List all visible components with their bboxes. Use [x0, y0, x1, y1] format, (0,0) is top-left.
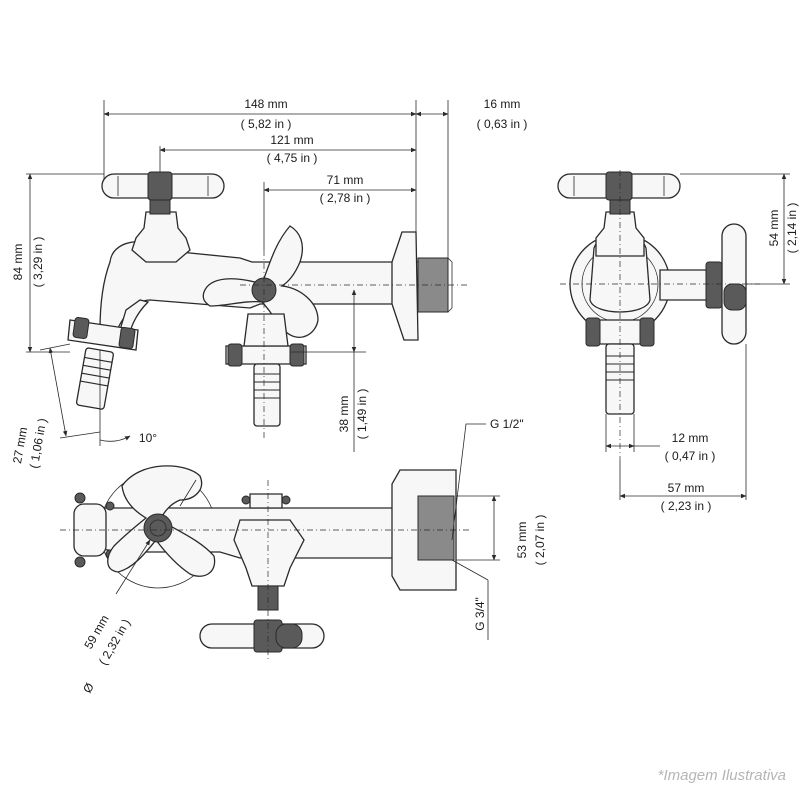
- dim-38-in: ( 1,49 in ): [355, 389, 369, 440]
- dim-57-in: ( 2,23 in ): [661, 499, 712, 513]
- dim-38-mm: 38 mm: [337, 396, 351, 433]
- callout-g-three-quarter: G 3/4": [473, 597, 487, 631]
- dim-121-mm: 121 mm: [270, 133, 313, 147]
- top-thread: [417, 495, 455, 561]
- front-handle-hub: [147, 171, 173, 201]
- dim-54-mm: 54 mm: [767, 210, 781, 247]
- illustrative-image-note: *Imagem Ilustrativa: [657, 767, 786, 784]
- dim-57-mm: 57 mm: [668, 481, 705, 495]
- diameter-symbol: Ø: [80, 680, 97, 695]
- dim-54-in: ( 2,14 in ): [785, 203, 799, 254]
- side-top-bonnet: [595, 211, 645, 257]
- dim-71-in: ( 2,78 in ): [320, 191, 371, 205]
- side-view: [557, 170, 760, 460]
- dim-84-in: ( 3,29 in ): [31, 237, 45, 288]
- front-left-nozzle: [75, 347, 114, 410]
- dim-148-in: ( 5,82 in ): [241, 117, 292, 131]
- angle-10: 10°: [139, 431, 157, 445]
- front-top-bonnet: [131, 211, 191, 263]
- dim-16-mm: 16 mm: [484, 97, 521, 111]
- top-handle-hub: [143, 513, 173, 543]
- dim-148-mm: 148 mm: [244, 97, 287, 111]
- callout-g-half: G 1/2": [490, 417, 524, 431]
- dim-12-mm: 12 mm: [672, 431, 709, 445]
- top-view: [60, 465, 470, 660]
- dim-53-mm: 53 mm: [515, 522, 529, 559]
- front-view: [67, 171, 470, 440]
- side-dimensions: 54 mm ( 2,14 in ) 12 mm ( 0,47 in ) 57 m…: [605, 173, 799, 513]
- dim-53-in: ( 2,07 in ): [533, 515, 547, 566]
- dim-71-mm: 71 mm: [327, 173, 364, 187]
- dim-16-in: ( 0,63 in ): [477, 117, 528, 131]
- dim-12-in: ( 0,47 in ): [665, 449, 716, 463]
- dim-27-in: ( 1,06 in ): [27, 417, 50, 469]
- dim-84-mm: 84 mm: [11, 244, 25, 281]
- dim-121-in: ( 4,75 in ): [267, 151, 318, 165]
- top-center-junction: [233, 519, 305, 587]
- front-wall-flange: [391, 231, 419, 341]
- dim-27-mm: 27 mm: [10, 426, 30, 465]
- front-center-nozzle: [253, 363, 281, 427]
- front-center-handle: [202, 225, 319, 338]
